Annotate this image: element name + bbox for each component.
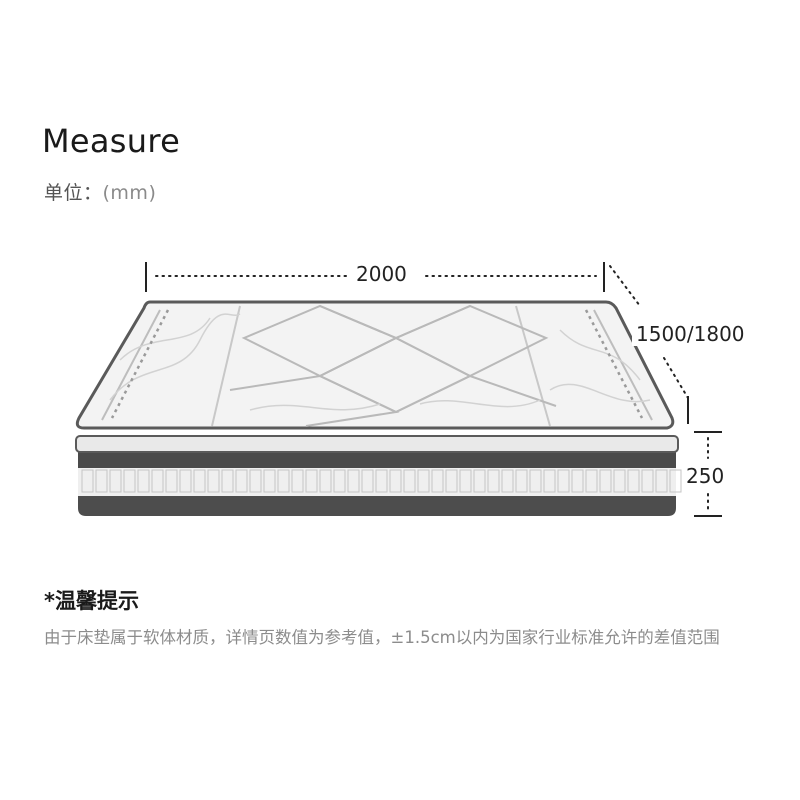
coil-cell	[137, 469, 150, 493]
coil-cell	[221, 469, 234, 493]
coil-cell	[81, 469, 94, 493]
page-title: Measure	[42, 122, 181, 160]
coil-cell	[375, 469, 388, 493]
mattress-bottom-band	[78, 494, 676, 516]
height-label: 250	[682, 464, 729, 488]
notice-title: *温馨提示	[44, 589, 139, 613]
quilt-diamonds	[229, 304, 557, 427]
coil-cell	[501, 469, 514, 493]
length-dimension	[145, 262, 605, 292]
mattress-coil-pattern	[81, 469, 682, 493]
coil-cell	[109, 469, 122, 493]
coil-cell	[207, 469, 220, 493]
coil-cell	[487, 469, 500, 493]
coil-cell	[445, 469, 458, 493]
unit-value: (mm)	[102, 182, 157, 204]
width-dotted-upper	[609, 265, 641, 307]
coil-cell	[347, 469, 360, 493]
coil-cell	[235, 469, 248, 493]
length-label: 2000	[352, 262, 411, 286]
coil-cell	[557, 469, 570, 493]
coil-cell	[627, 469, 640, 493]
mattress-pillow-edge	[75, 435, 679, 453]
width-dotted-lower	[663, 357, 689, 399]
coil-cell	[151, 469, 164, 493]
coil-cell	[179, 469, 192, 493]
coil-cell	[291, 469, 304, 493]
coil-cell	[431, 469, 444, 493]
coil-cell	[249, 469, 262, 493]
coil-cell	[543, 469, 556, 493]
notice-body: 由于床垫属于软体材质，详情页数值为参考值，±1.5cm以内为国家行业标准允许的差…	[44, 628, 720, 647]
coil-cell	[277, 469, 290, 493]
coil-cell	[585, 469, 598, 493]
unit-label: 单位：(mm)	[44, 178, 156, 205]
coil-cell	[389, 469, 402, 493]
height-dimension	[694, 431, 722, 517]
quilt-inner-left	[211, 305, 241, 427]
coil-cell	[319, 469, 332, 493]
quilt-pattern	[101, 304, 653, 427]
quilt-swirls	[109, 313, 651, 411]
coil-cell	[571, 469, 584, 493]
unit-prefix: 单位：	[44, 182, 103, 204]
coil-cell	[599, 469, 612, 493]
coil-cell	[165, 469, 178, 493]
coil-cell	[95, 469, 108, 493]
coil-cell	[417, 469, 430, 493]
coil-cell	[403, 469, 416, 493]
coil-cell	[361, 469, 374, 493]
coil-cell	[613, 469, 626, 493]
coil-cell	[655, 469, 668, 493]
mattress-side-light	[78, 466, 676, 496]
coil-cell	[515, 469, 528, 493]
coil-cell	[641, 469, 654, 493]
width-dimension	[609, 265, 689, 424]
coil-cell	[473, 469, 486, 493]
coil-cell	[459, 469, 472, 493]
width-label: 1500/1800	[632, 322, 749, 346]
quilt-inner-right	[515, 305, 551, 427]
coil-cell	[263, 469, 276, 493]
coil-cell	[305, 469, 318, 493]
coil-cell	[123, 469, 136, 493]
mattress-top-surface	[75, 300, 675, 430]
coil-cell	[193, 469, 206, 493]
coil-cell	[333, 469, 346, 493]
quilt-border-left	[101, 309, 161, 421]
mattress	[75, 300, 682, 516]
coil-cell	[529, 469, 542, 493]
mattress-upper-band	[78, 450, 676, 468]
coil-cell	[669, 469, 682, 493]
